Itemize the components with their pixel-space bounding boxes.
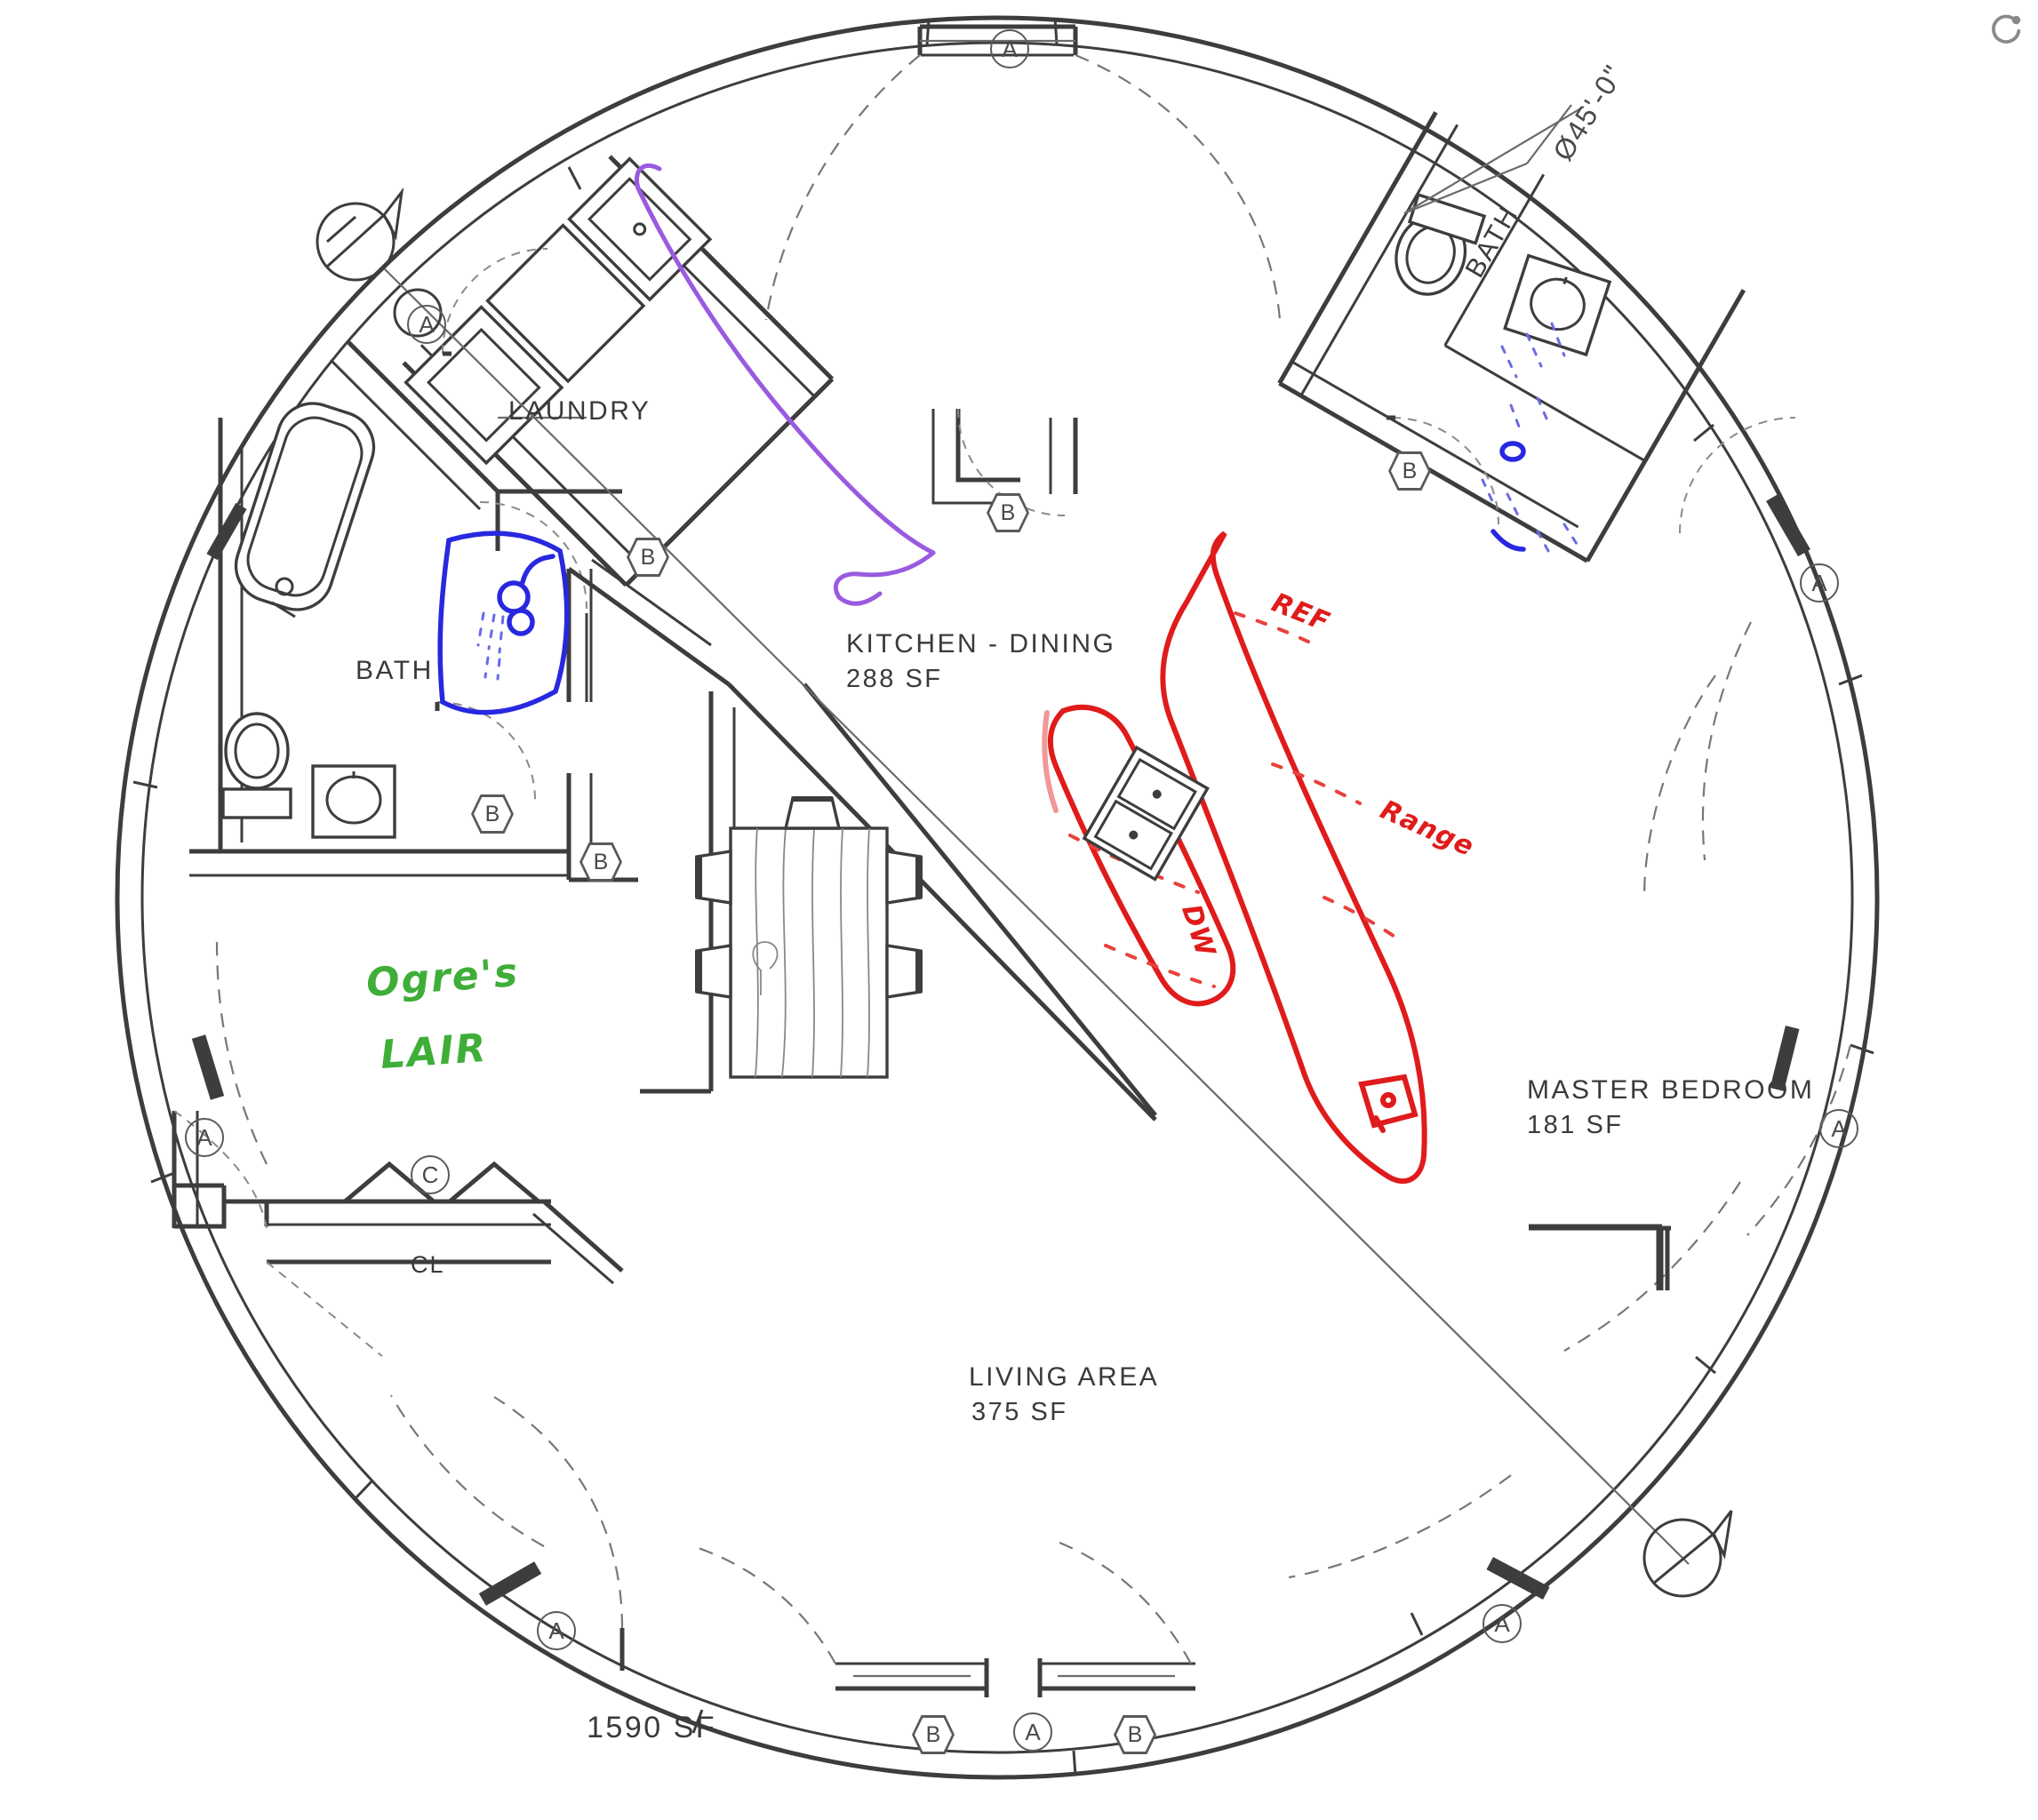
annotation-lair: LAIR — [379, 1025, 489, 1079]
room-area-kitchen-dining: 288 SF — [846, 665, 943, 693]
window-marker-a-bottom[interactable]: A — [1013, 1712, 1052, 1752]
laundry-fixtures — [404, 156, 713, 466]
closet-walls — [174, 1161, 624, 1357]
room-label-closet: CL — [411, 1251, 445, 1278]
room-area-living-area: 375 SF — [971, 1398, 1068, 1426]
bedroom-closet-swing — [1679, 417, 1796, 534]
right-bath-inner — [1443, 173, 1646, 462]
window-marker-a-upper-right[interactable]: A — [1800, 563, 1839, 603]
closet-marker-c[interactable]: C — [411, 1155, 450, 1194]
hex-fill — [915, 1718, 952, 1752]
toilet-fixture-right — [1395, 192, 1487, 296]
room-label-living-area: LIVING AREA — [969, 1362, 1160, 1392]
hex-fill — [1391, 454, 1428, 488]
hex-fill — [474, 797, 511, 831]
dome-rib-dashes — [215, 53, 1852, 1664]
room-label-master-bedroom: MASTER BEDROOM — [1527, 1075, 1815, 1105]
island-sink-fixture — [1082, 745, 1210, 882]
toilet-fixture-left — [221, 712, 292, 819]
right-bath-door-swing — [1391, 417, 1499, 525]
door-marker-label: B — [1127, 1721, 1143, 1747]
window-marker-a-lower-left[interactable]: A — [537, 1611, 576, 1650]
left-bath-walls — [189, 340, 622, 880]
door-marker-b-bath-left[interactable]: B — [471, 794, 514, 834]
window-marker-a-upper-left[interactable]: A — [407, 305, 446, 344]
room-label-kitchen-dining: KITCHEN - DINING — [846, 629, 1116, 659]
window-marker-a-lower-right[interactable]: A — [1483, 1604, 1522, 1643]
door-marker-b-entry-left[interactable]: B — [912, 1715, 955, 1754]
window-marker-a-left[interactable]: A — [185, 1118, 224, 1157]
total-area-label: 1590 SF — [587, 1711, 717, 1744]
room-label-bath-left: BATH — [356, 656, 434, 685]
door-marker-b-entry-right[interactable]: B — [1114, 1715, 1156, 1754]
room-area-master-bedroom: 181 SF — [1527, 1111, 1624, 1139]
door-marker-label: B — [640, 544, 656, 570]
right-bath-walls — [1277, 111, 1746, 563]
blue-shower-annotation — [437, 531, 570, 715]
lavatory-fixture-left — [311, 764, 396, 839]
bedroom-wall-stub — [1529, 1225, 1671, 1290]
loading-spinner-icon — [1992, 14, 2021, 44]
door-marker-b-laundry[interactable]: B — [627, 538, 669, 577]
hex-fill — [989, 496, 1027, 530]
hex-fill — [1116, 1718, 1154, 1752]
window-marker-a-right[interactable]: A — [1819, 1109, 1858, 1148]
living-kitchen-divider — [803, 682, 1157, 1117]
door-marker-label: B — [925, 1721, 941, 1747]
lavatory-fixture-right — [1503, 253, 1612, 357]
door-marker-label: B — [593, 849, 609, 874]
dome-outer-wall — [115, 15, 1880, 1780]
door-marker-b-kitchen[interactable]: B — [987, 493, 1029, 532]
entry-door-swing-left — [493, 1396, 624, 1629]
bathtub-fixture — [234, 402, 376, 619]
hex-fill — [582, 845, 619, 879]
blue-shower-right-annotation — [1481, 322, 1578, 553]
master-bedroom-details — [1529, 621, 1752, 1290]
section-cut-line — [316, 187, 1733, 1598]
door-marker-label: B — [1000, 499, 1016, 525]
door-marker-label: B — [1402, 458, 1418, 483]
room-label-laundry: LAUNDRY — [508, 396, 651, 426]
diameter-dimension-leader — [1403, 104, 1585, 215]
dining-table-furniture — [695, 796, 923, 1079]
door-marker-b-bath-right[interactable]: B — [1388, 451, 1431, 491]
red-cabinet-annotation-outer — [1160, 531, 1427, 1184]
wall-segment-joints — [132, 18, 1874, 1776]
window-marker-a-top[interactable]: A — [990, 29, 1029, 68]
laundry-door-swing — [442, 248, 548, 355]
wall-piers — [191, 493, 1810, 1606]
hex-fill — [629, 540, 667, 574]
shell-openings — [835, 24, 1195, 1697]
violet-wall-trace-annotation — [635, 163, 936, 606]
door-marker-b-hall[interactable]: B — [579, 842, 622, 882]
door-marker-label: B — [484, 801, 500, 826]
